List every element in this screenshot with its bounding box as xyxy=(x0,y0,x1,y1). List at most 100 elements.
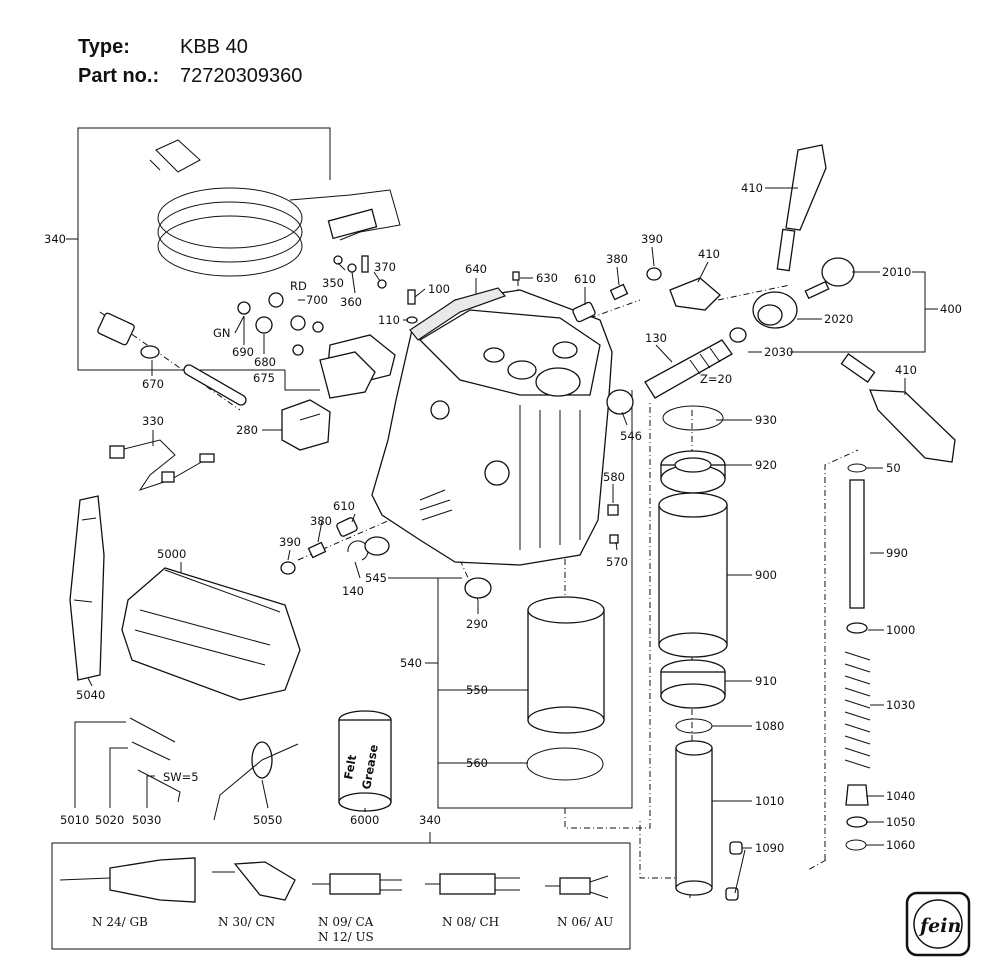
callout-2030: 2030 xyxy=(764,345,793,359)
ring-2030 xyxy=(729,327,747,343)
part-no-value: 72720309360 xyxy=(180,65,303,87)
switch xyxy=(281,399,331,451)
callout-5040: 5040 xyxy=(76,688,105,702)
screws-100-110-630 xyxy=(406,271,520,324)
cable-clamp-parts xyxy=(333,255,387,289)
callout-630: 630 xyxy=(536,271,558,285)
plug-gb xyxy=(59,857,196,903)
callout-580: 580 xyxy=(603,470,625,484)
plug-label-ch: N 08/ CH xyxy=(442,915,499,929)
hex-key-5030 xyxy=(137,769,181,803)
callout-1090: 1090 xyxy=(755,841,784,855)
callout-410-top: 410 xyxy=(741,181,763,195)
screws-1090 xyxy=(725,841,743,901)
callout-labels: 340 350 360 370 RD 700 GN 690 680 675 67… xyxy=(44,181,962,855)
plug-au xyxy=(545,875,609,899)
callout-370: 370 xyxy=(374,260,396,274)
plug-us xyxy=(312,873,402,895)
callout-110: 110 xyxy=(378,313,400,327)
callout-380-low: 380 xyxy=(310,514,332,528)
logo-text: fein xyxy=(918,915,961,937)
circlip-1080 xyxy=(675,718,713,734)
callout-390-low: 390 xyxy=(279,535,301,549)
callout-5050: 5050 xyxy=(253,813,282,827)
handle-hub-2020 xyxy=(752,291,798,329)
plug-ch xyxy=(425,873,520,895)
callout-410-mid: 410 xyxy=(698,247,720,261)
callout-610-low: 610 xyxy=(333,499,355,513)
callout-390-top: 390 xyxy=(641,232,663,246)
motor-housing xyxy=(371,289,613,566)
callout-400: 400 xyxy=(940,302,962,316)
wire-harness xyxy=(109,439,215,491)
callout-5000: 5000 xyxy=(157,547,186,561)
leader-675 xyxy=(284,370,320,391)
callout-340: 340 xyxy=(44,232,66,246)
sleeve-900 xyxy=(658,492,728,658)
callout-920: 920 xyxy=(755,458,777,472)
callout-990: 990 xyxy=(886,546,908,560)
plug-label-au: N 06/ AU xyxy=(557,915,613,929)
carrying-case-5000 xyxy=(121,567,301,701)
plug-label-gb: N 24/ GB xyxy=(92,915,148,929)
callout-2010: 2010 xyxy=(882,265,911,279)
grease-can-text-1: Felt xyxy=(341,753,359,780)
fein-logo: fein xyxy=(905,891,971,957)
callout-290: 290 xyxy=(466,617,488,631)
callout-2020: 2020 xyxy=(824,312,853,326)
plug-label-us: N 12/ US xyxy=(318,930,374,944)
callout-570: 570 xyxy=(606,555,628,569)
callout-670: 670 xyxy=(142,377,164,391)
housing-bracket-540 xyxy=(425,390,633,809)
cable-gland xyxy=(97,312,247,406)
callout-350: 350 xyxy=(322,276,344,290)
callout-gn: GN xyxy=(213,326,231,340)
spindle-1010 xyxy=(675,740,713,896)
part-no-label: Part no.: xyxy=(78,65,160,87)
callout-280: 280 xyxy=(236,423,258,437)
callout-690: 690 xyxy=(232,345,254,359)
callout-910: 910 xyxy=(755,674,777,688)
handle-bars xyxy=(669,144,956,463)
feed-shaft-bracket-400 xyxy=(790,271,938,353)
leader-lines xyxy=(74,187,906,894)
callout-140: 140 xyxy=(342,584,364,598)
callout-50: 50 xyxy=(886,461,901,475)
callout-640: 640 xyxy=(465,262,487,276)
cable-group-bracket xyxy=(66,127,331,371)
callout-545: 545 xyxy=(365,571,387,585)
plug-label-cn: N 30/ CN xyxy=(218,915,275,929)
callout-1080: 1080 xyxy=(755,719,784,733)
type-value: KBB 40 xyxy=(180,36,248,58)
circlip-930 xyxy=(662,405,724,431)
callout-6000: 6000 xyxy=(350,813,379,827)
ring-560 xyxy=(526,747,604,781)
needle-bearing-910 xyxy=(660,659,726,709)
grease-can-6000: Felt Grease xyxy=(338,710,392,812)
callout-550: 550 xyxy=(466,683,488,697)
callout-546: 546 xyxy=(620,429,642,443)
plug-labels: N 24/ GB N 30/ CN N 09/ CA N 12/ US N 08… xyxy=(92,915,613,944)
rack-column xyxy=(844,463,871,851)
callout-700: 700 xyxy=(306,293,328,307)
callout-360: 360 xyxy=(340,295,362,309)
callout-5010: 5010 xyxy=(60,813,89,827)
callout-130: 130 xyxy=(645,331,667,345)
gear-shaft xyxy=(644,339,733,399)
callout-540: 540 xyxy=(400,656,422,670)
callout-1030: 1030 xyxy=(886,698,915,712)
accessory-plug-frame xyxy=(51,832,631,950)
callout-1010: 1010 xyxy=(755,794,784,808)
ejector-tool-5050 xyxy=(213,741,299,821)
drill-chip-hook-5040 xyxy=(69,495,105,681)
motor-connectors xyxy=(237,292,396,399)
callout-675: 675 xyxy=(253,371,275,385)
brush-holder-parts xyxy=(280,267,662,599)
sleeve-550 xyxy=(527,596,605,734)
callout-610-top: 610 xyxy=(574,272,596,286)
type-label: Type: xyxy=(78,36,130,58)
callout-410-right: 410 xyxy=(895,363,917,377)
callout-680: 680 xyxy=(254,355,276,369)
bearing-920 xyxy=(660,450,726,494)
callout-900: 900 xyxy=(755,568,777,582)
